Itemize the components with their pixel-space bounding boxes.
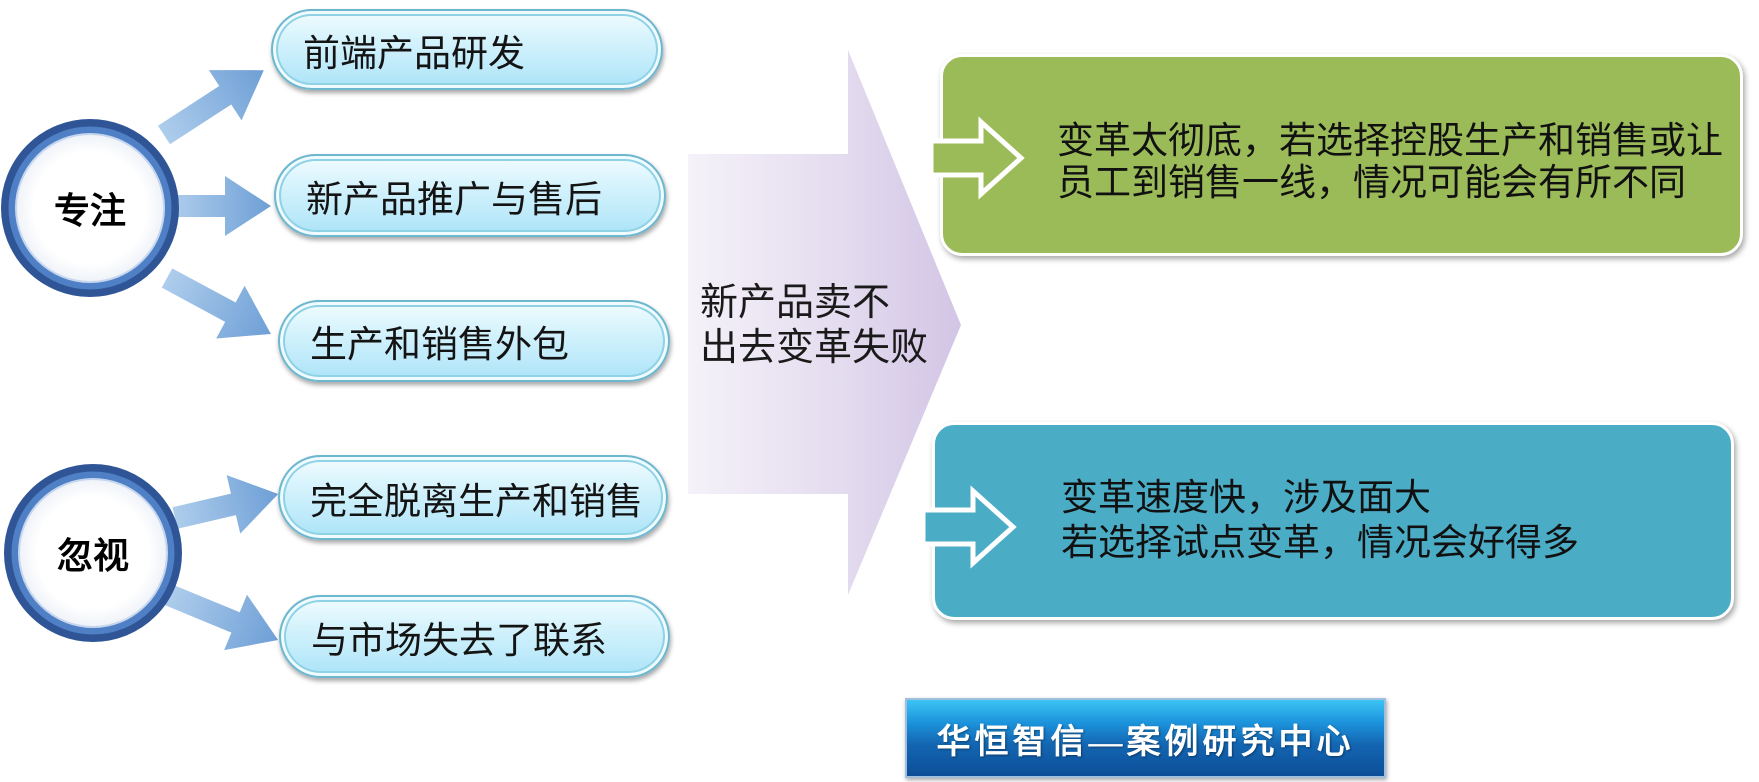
arrow-to-focus-item-1	[158, 70, 264, 145]
outcome-box-fast-change: 变革速度快，涉及面大 若选择试点变革，情况会好得多	[920, 422, 1734, 620]
right-arrow-icon	[920, 485, 1017, 569]
ignore-circle	[4, 464, 182, 642]
focus-item: 生产和销售外包	[278, 300, 670, 382]
outcome-text: 变革速度快，涉及面大 若选择试点变革，情况会好得多	[1061, 475, 1579, 565]
outcome-line: 变革太彻底，若选择控股生产和销售或让	[1057, 120, 1723, 161]
center-arrow-line: 出去变革失败	[700, 327, 929, 369]
center-big-arrow	[688, 50, 961, 595]
logo-text: 华恒智信—案例研究中心	[936, 723, 1355, 761]
focus-circle-label: 专注	[53, 190, 126, 231]
arrow-to-focus-item-3	[161, 268, 271, 339]
outcome-text: 变革太彻底，若选择控股生产和销售或让 员工到销售一线，情况可能会有所不同	[1057, 120, 1723, 204]
outcome-line: 变革速度快，涉及面大	[1061, 477, 1431, 518]
focus-circle	[1, 119, 179, 297]
focus-arrows	[158, 70, 271, 339]
ignore-arrows	[164, 475, 279, 651]
ignore-item: 完全脱离生产和销售	[278, 455, 668, 540]
outcome-box-thorough-change: 变革太彻底，若选择控股生产和销售或让 员工到销售一线，情况可能会有所不同	[928, 54, 1743, 256]
ignore-item: 与市场失去了联系	[279, 595, 670, 678]
arrow-to-ignore-item-2	[164, 584, 279, 651]
outcome-line: 员工到销售一线，情况可能会有所不同	[1057, 162, 1686, 203]
focus-item: 新产品推广与售后	[274, 154, 666, 237]
focus-item: 前端产品研发	[271, 9, 663, 90]
ignore-circle-label: 忽视	[56, 535, 129, 576]
arrow-to-ignore-item-1	[172, 475, 279, 534]
arrow-to-focus-item-2	[172, 176, 271, 236]
right-arrow-icon	[928, 116, 1025, 200]
center-arrow-line: 新产品卖不	[700, 282, 891, 324]
center-arrow-text: 新产品卖不 出去变革失败	[700, 281, 928, 371]
logo-banner: 华恒智信—案例研究中心	[905, 698, 1386, 778]
outcome-line: 若选择试点变革，情况会好得多	[1061, 522, 1579, 563]
